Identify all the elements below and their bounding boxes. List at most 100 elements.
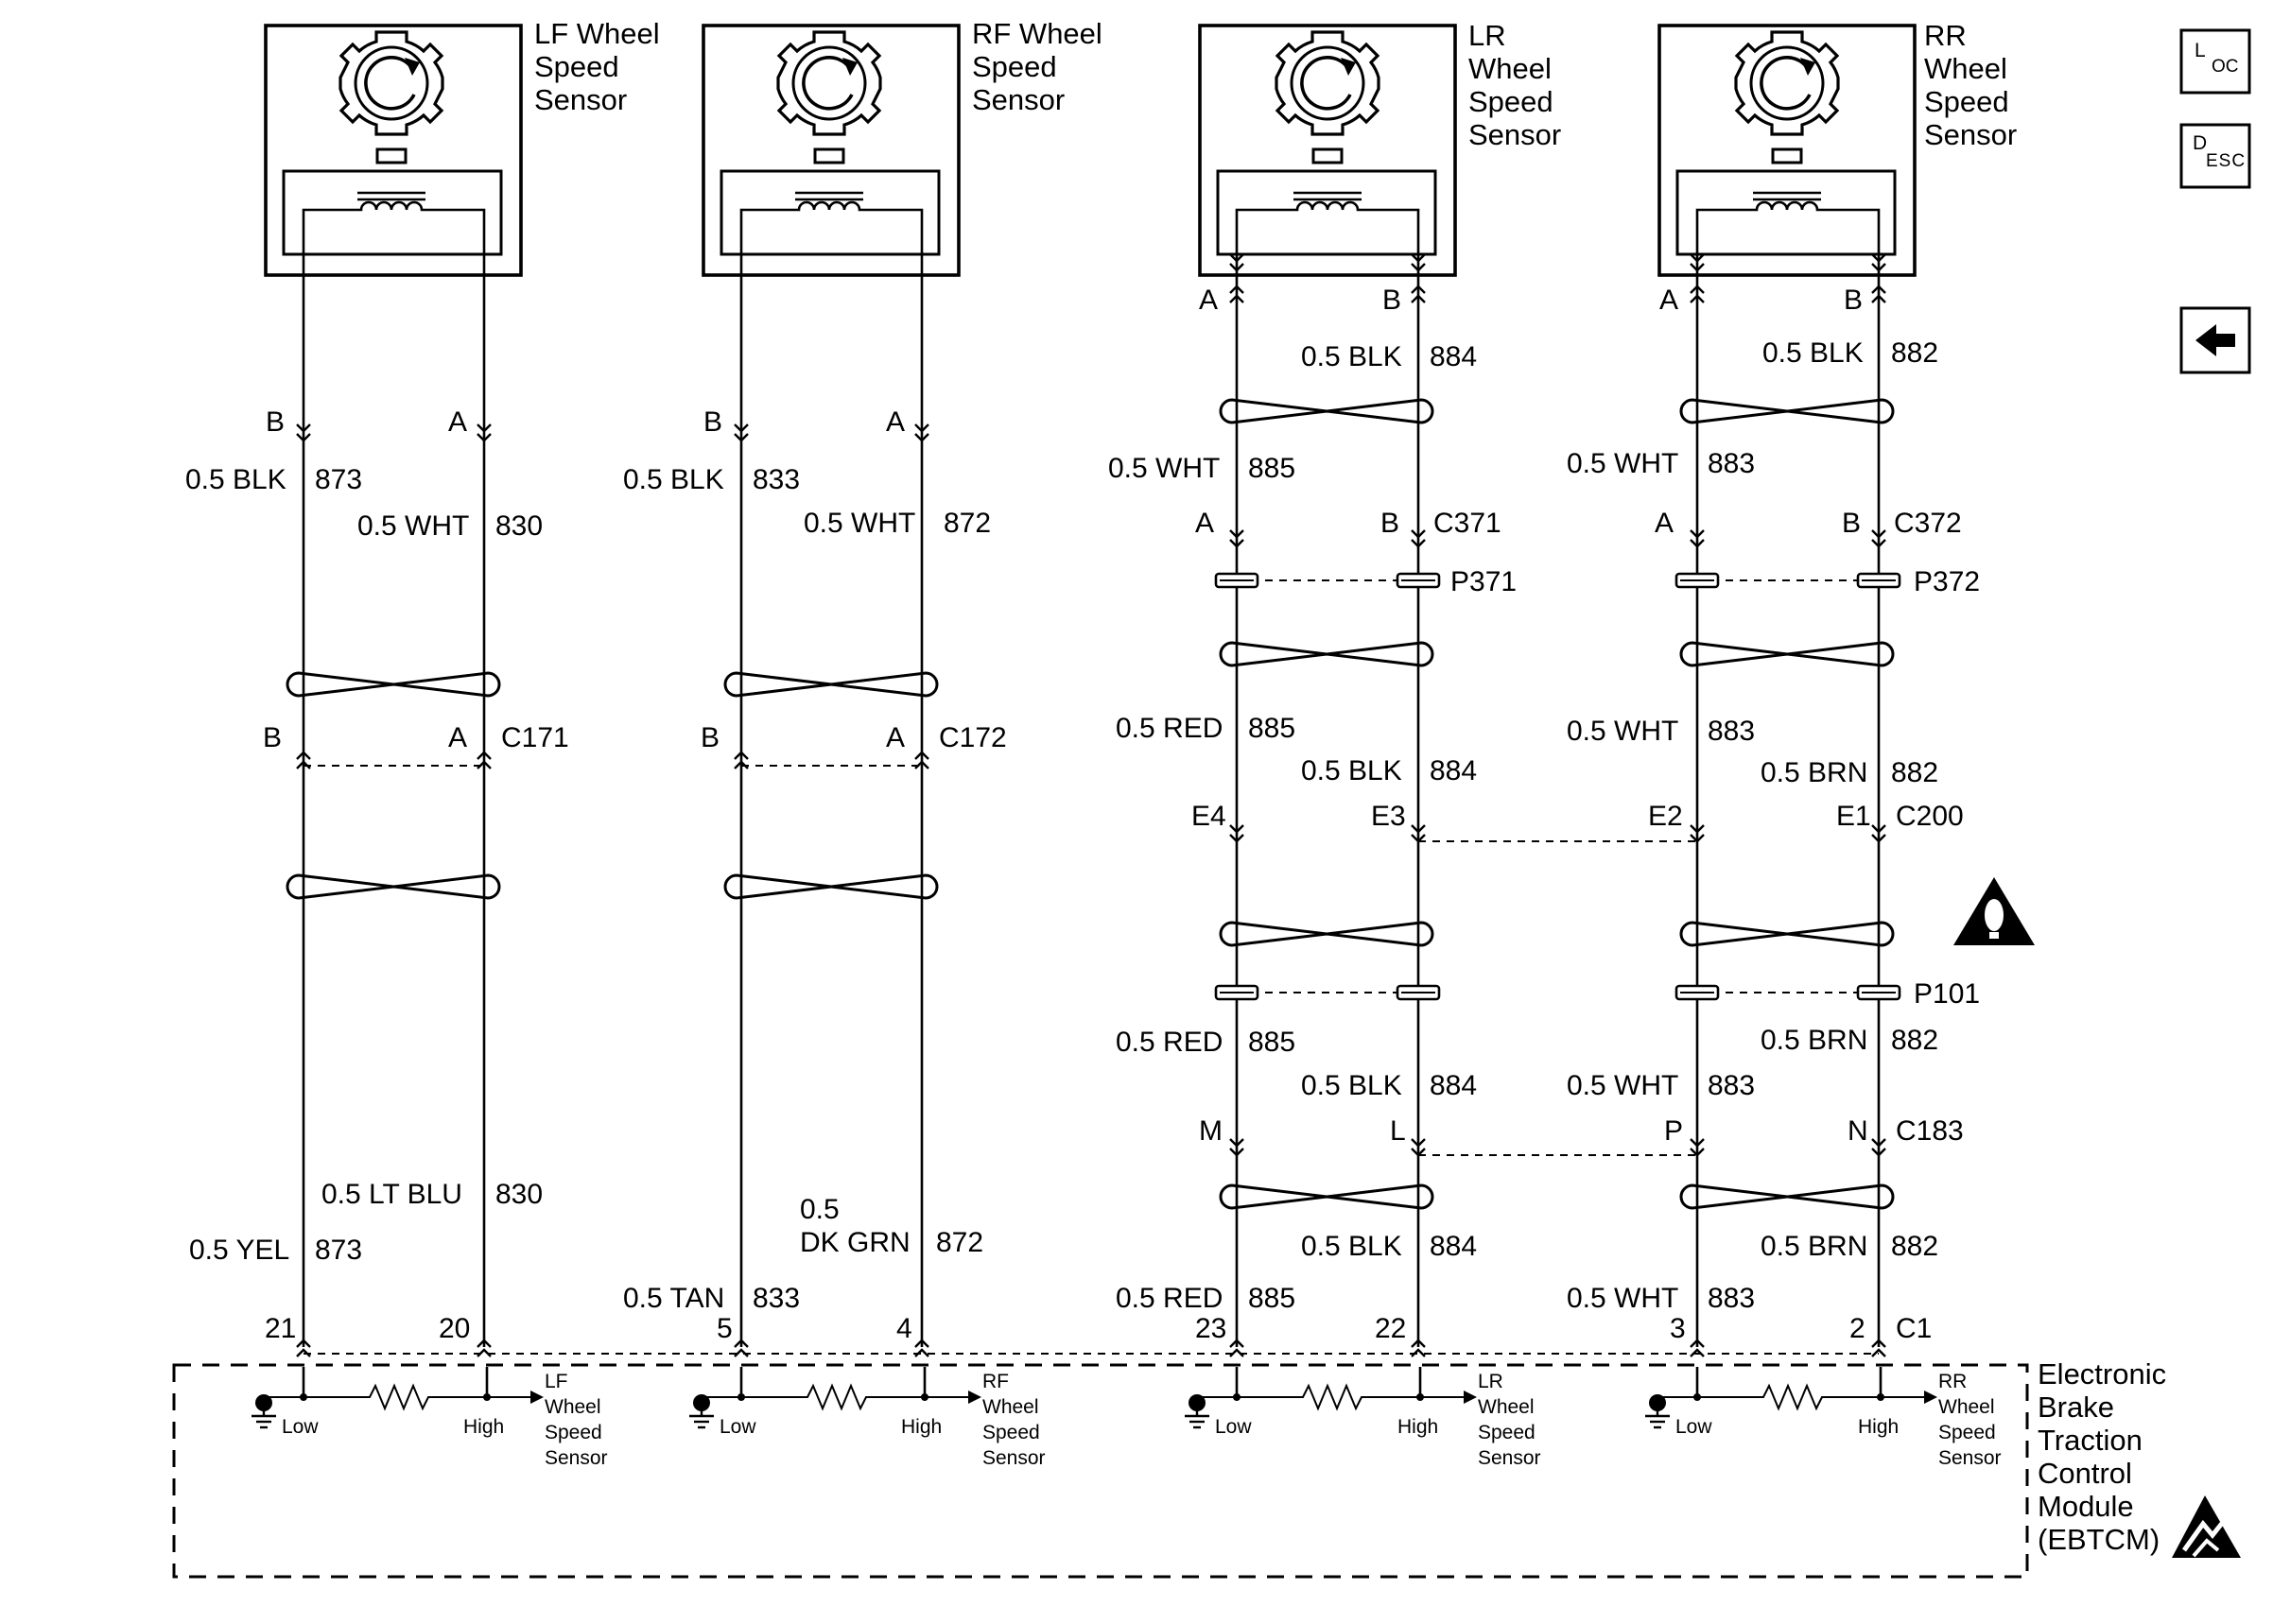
module-name: Electronic Brake Traction Control Module… (2038, 1357, 2166, 1556)
svg-text:DK GRN: DK GRN (800, 1227, 911, 1258)
svg-text:LF: LF (545, 1371, 568, 1392)
svg-text:Wheel: Wheel (1468, 52, 1552, 85)
svg-text:Low: Low (282, 1416, 319, 1438)
svg-text:0.5 BLK: 0.5 BLK (1762, 337, 1864, 369)
svg-text:Brake: Brake (2038, 1391, 2114, 1424)
svg-text:Speed: Speed (982, 1422, 1040, 1443)
svg-text:A: A (886, 722, 905, 753)
svg-text:0.5 BLK: 0.5 BLK (185, 464, 286, 495)
svg-text:873: 873 (315, 1235, 362, 1266)
svg-text:Low: Low (720, 1416, 756, 1438)
svg-text:D: D (2193, 132, 2207, 154)
svg-text:0.5 BLK: 0.5 BLK (1301, 755, 1402, 786)
svg-text:B: B (266, 406, 285, 438)
rr-sensor-group: RR Wheel Speed Sensor A B 0.5 BLK 882 0.… (1567, 19, 2035, 1347)
svg-text:Speed: Speed (1468, 85, 1553, 118)
lr-sensor-group: LR Wheel Speed Sensor A B 0.5 BLK 884 0.… (1108, 19, 1561, 1347)
svg-text:RF: RF (982, 1371, 1009, 1392)
connector-plug (1214, 572, 1259, 589)
svg-text:B: B (263, 722, 282, 753)
svg-text:Speed: Speed (972, 50, 1057, 83)
svg-text:0.5 BRN: 0.5 BRN (1761, 757, 1867, 788)
svg-text:LR: LR (1478, 1371, 1503, 1392)
svg-text:873: 873 (315, 464, 362, 495)
back-arrow-icon[interactable] (2179, 306, 2251, 374)
svg-text:20: 20 (439, 1313, 470, 1344)
connector-plug (1214, 984, 1259, 1001)
svg-text:0.5 WHT: 0.5 WHT (357, 510, 469, 542)
svg-text:0.5 BLK: 0.5 BLK (1301, 341, 1402, 372)
rr-module-circuit: Low High RR Wheel Speed Sensor (1645, 1367, 2002, 1469)
svg-text:A: A (1199, 285, 1218, 316)
svg-text:883: 883 (1708, 1283, 1755, 1314)
svg-text:882: 882 (1891, 1231, 1938, 1262)
svg-text:0.5 RED: 0.5 RED (1116, 1283, 1223, 1314)
ebtcm-module-box (172, 1363, 2029, 1579)
svg-text:883: 883 (1708, 1070, 1755, 1101)
svg-text:B: B (701, 722, 720, 753)
svg-text:C371: C371 (1433, 508, 1501, 539)
svg-text:High: High (1397, 1416, 1438, 1438)
svg-text:22: 22 (1375, 1313, 1406, 1344)
svg-text:0.5 WHT: 0.5 WHT (1567, 1283, 1678, 1314)
svg-text:883: 883 (1708, 716, 1755, 747)
lf-module-circuit: Low High LF Wheel Speed Sensor (252, 1367, 608, 1469)
esd-sensitive-icon (2172, 1495, 2241, 1558)
svg-text:872: 872 (936, 1227, 983, 1258)
svg-text:B: B (1842, 508, 1861, 539)
svg-text:884: 884 (1430, 1070, 1477, 1101)
svg-text:(EBTCM): (EBTCM) (2038, 1523, 2160, 1556)
svg-text:ESC: ESC (2206, 151, 2246, 171)
svg-text:B: B (1844, 285, 1863, 316)
svg-text:L: L (2195, 40, 2206, 61)
svg-text:872: 872 (944, 508, 991, 539)
svg-text:LF Wheel: LF Wheel (534, 17, 660, 50)
caution-triangle-icon (1953, 877, 2035, 945)
svg-text:C171: C171 (501, 722, 569, 753)
svg-text:OC: OC (2212, 57, 2239, 77)
svg-text:Control: Control (2038, 1457, 2132, 1490)
svg-text:Module: Module (2038, 1490, 2134, 1523)
svg-text:Speed: Speed (545, 1422, 602, 1443)
svg-text:0.5 WHT: 0.5 WHT (1108, 453, 1220, 484)
connector-plug (1674, 572, 1720, 589)
svg-text:0.5: 0.5 (800, 1194, 840, 1225)
connector-plug (1674, 984, 1720, 1001)
svg-text:RR: RR (1924, 19, 1967, 52)
svg-text:0.5 BRN: 0.5 BRN (1761, 1025, 1867, 1056)
svg-text:0.5 YEL: 0.5 YEL (189, 1235, 289, 1266)
desc-icon[interactable]: D ESC (2179, 123, 2251, 189)
svg-text:885: 885 (1248, 1027, 1295, 1058)
svg-text:Sensor: Sensor (534, 83, 627, 116)
svg-text:High: High (463, 1416, 504, 1438)
svg-text:A: A (1659, 285, 1678, 316)
svg-text:884: 884 (1430, 1231, 1477, 1262)
svg-text:0.5 WHT: 0.5 WHT (804, 508, 915, 539)
svg-text:885: 885 (1248, 1283, 1295, 1314)
svg-text:833: 833 (753, 1283, 800, 1314)
svg-text:C200: C200 (1896, 801, 1964, 832)
svg-text:4: 4 (896, 1313, 912, 1344)
svg-text:M: M (1199, 1115, 1223, 1147)
svg-text:21: 21 (265, 1313, 296, 1344)
svg-text:884: 884 (1430, 341, 1477, 372)
svg-text:E2: E2 (1648, 801, 1683, 832)
svg-text:0.5 WHT: 0.5 WHT (1567, 716, 1678, 747)
svg-text:830: 830 (495, 510, 543, 542)
svg-text:A: A (886, 406, 905, 438)
svg-text:882: 882 (1891, 757, 1938, 788)
svg-text:885: 885 (1248, 713, 1295, 744)
svg-text:Sensor: Sensor (1478, 1447, 1541, 1469)
svg-text:N: N (1848, 1115, 1868, 1147)
svg-text:C372: C372 (1894, 508, 1962, 539)
svg-text:Speed: Speed (1478, 1422, 1536, 1443)
loc-icon[interactable]: L OC (2179, 28, 2251, 95)
svg-text:Speed: Speed (1924, 85, 2009, 118)
svg-text:0.5 LT BLU: 0.5 LT BLU (321, 1179, 462, 1210)
svg-text:Electronic: Electronic (2038, 1357, 2166, 1391)
svg-text:Low: Low (1215, 1416, 1252, 1438)
connector-plug (1396, 984, 1441, 1001)
svg-text:Sensor: Sensor (1938, 1447, 2002, 1469)
svg-text:P: P (1664, 1115, 1683, 1147)
svg-text:High: High (1858, 1416, 1899, 1438)
